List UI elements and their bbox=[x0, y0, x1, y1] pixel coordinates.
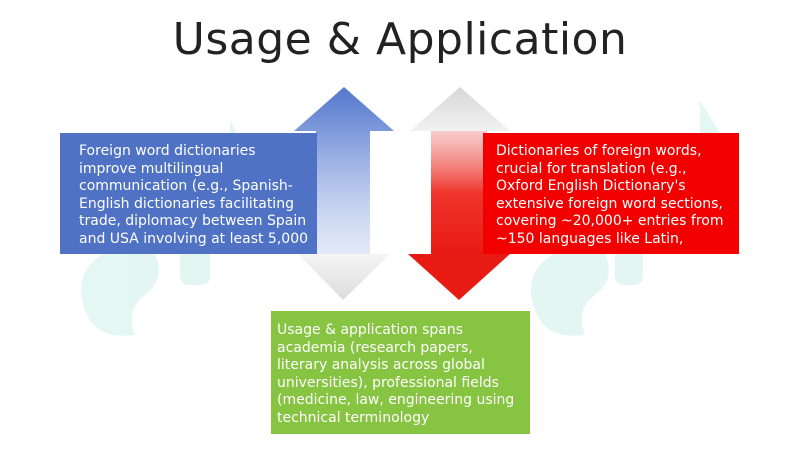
red-box-background bbox=[483, 133, 739, 254]
red-info-box: Dictionaries of foreign words, crucial f… bbox=[483, 133, 739, 254]
green-box-text: Usage & application spans academia (rese… bbox=[277, 322, 515, 426]
blue-box-text: Foreign word dictionaries improve multil… bbox=[79, 143, 309, 247]
slide-title: Usage & Application bbox=[172, 14, 628, 65]
grey-down-arrow bbox=[298, 254, 390, 300]
green-box-background bbox=[271, 311, 530, 434]
red-down-arrow bbox=[408, 131, 510, 300]
blue-box-background bbox=[60, 133, 317, 254]
grey-up-arrow bbox=[410, 87, 510, 131]
blue-info-box: Foreign word dictionaries improve multil… bbox=[60, 133, 317, 254]
red-box-text: Dictionaries of foreign words, crucial f… bbox=[496, 143, 724, 247]
green-info-box: Usage & application spans academia (rese… bbox=[271, 311, 530, 434]
blue-up-arrow bbox=[294, 87, 394, 254]
